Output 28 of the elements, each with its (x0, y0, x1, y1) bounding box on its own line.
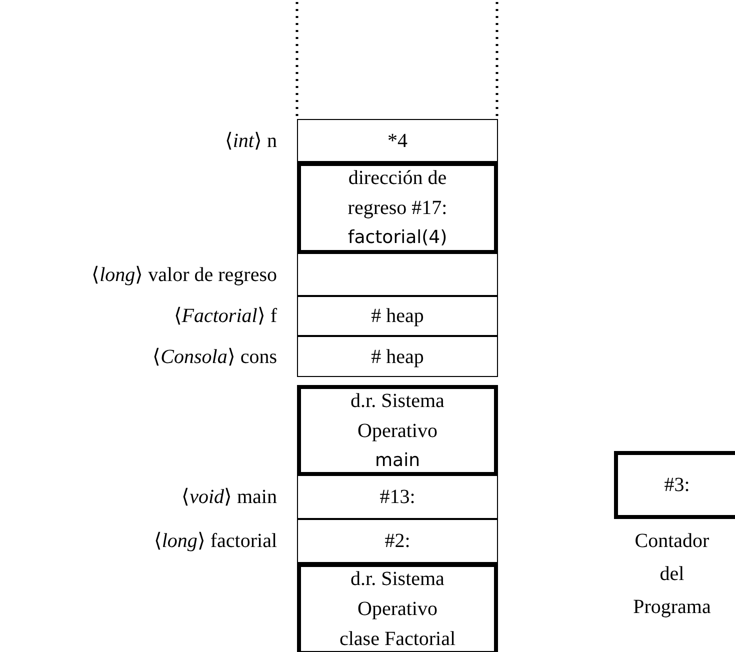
variable-label: ⟨long⟩ valor de regreso (92, 262, 277, 286)
stack-cell (297, 475, 498, 519)
cell-text: main (375, 448, 420, 472)
cell-text: # heap (371, 344, 424, 370)
variable-label: ⟨void⟩ main (182, 485, 277, 509)
register-caption: Contador del Programa (632, 529, 712, 620)
return-address-cell (297, 385, 498, 476)
return-address-cell (297, 563, 498, 652)
variable-label: ⟨long⟩ factorial (154, 529, 277, 553)
variable-label: ⟨int⟩ n (224, 128, 277, 152)
variable-label: ⟨Consola⟩ cons (152, 344, 277, 368)
return-address-cell (297, 162, 498, 254)
cell-text: clase Factorial (339, 627, 456, 652)
cell-text: #13: (380, 485, 416, 510)
stack-cell (297, 119, 498, 162)
cell-text: # heap (371, 304, 424, 329)
cell-text: #3: (664, 473, 690, 498)
stack-cell (297, 519, 498, 563)
cell-text: *4 (388, 128, 408, 154)
variable-label: ⟨Factorial⟩ f (174, 304, 277, 328)
cell-text: #2: (384, 529, 410, 554)
register-box (614, 451, 735, 519)
cell-text: dirección de regreso #17: (346, 166, 448, 221)
cell-text: factorial(4) (348, 226, 448, 250)
cell-text: d.r. Sistema Operativo (350, 388, 446, 444)
stack-cell (297, 336, 498, 377)
stack-cell (297, 296, 498, 336)
stack-cell (297, 253, 498, 296)
